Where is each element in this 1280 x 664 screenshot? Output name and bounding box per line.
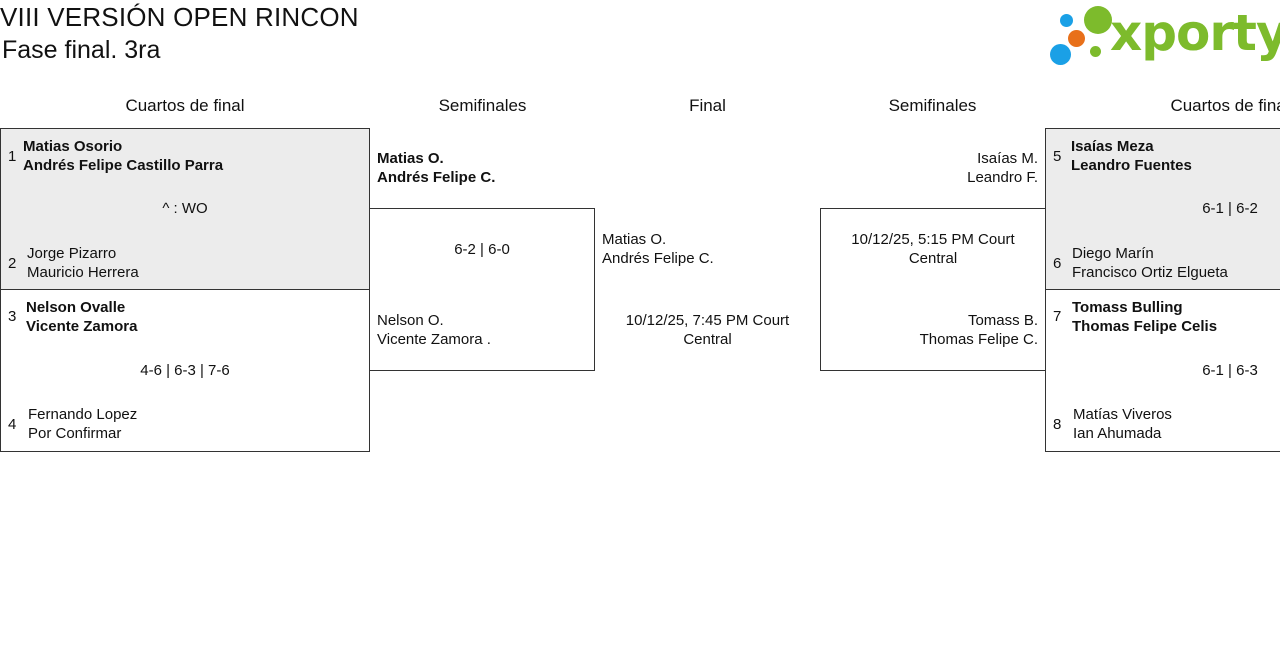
match-sf-left[interactable]: 6-2 | 6-0 Nelson O. Vicente Zamora . — [369, 208, 595, 371]
seed-number: 1 — [8, 148, 17, 165]
player-name: Matías Viveros — [1073, 406, 1172, 423]
heading-sf-left: Semifinales — [438, 96, 527, 115]
tournament-title: VIII VERSIÓN OPEN RINCON — [0, 2, 359, 32]
tournament-subtitle: Fase final. 3ra — [2, 36, 161, 64]
heading-qf-right: Cuartos de final — [1170, 96, 1280, 115]
logo-dot-green-small — [1090, 46, 1101, 57]
player-name: Vicente Zamora . — [377, 331, 491, 348]
seed-number: 3 — [8, 308, 17, 325]
final-schedule: 10/12/25, 7:45 PM Court Central — [625, 312, 790, 348]
player-name: Andrés Felipe Castillo Parra — [23, 157, 224, 174]
heading-sf-right: Semifinales — [888, 96, 977, 115]
player-name: Andrés Felipe C. — [602, 250, 714, 267]
match-qf3[interactable]: 5 Isaías Meza Leandro Fuentes 6-1 | 6-2 … — [1045, 128, 1280, 290]
match-score: 6-1 | 6-3 — [1202, 362, 1258, 379]
player-name: Andrés Felipe C. — [377, 169, 496, 186]
player-name: Matias O. — [377, 150, 444, 167]
player-name: Isaías M. — [977, 150, 1038, 167]
player-name: Matias O. — [602, 231, 667, 248]
match-score: 6-2 | 6-0 — [454, 241, 510, 258]
player-name: Leandro Fuentes — [1071, 157, 1192, 174]
player-name: Diego Marín — [1072, 245, 1154, 262]
player-name: Tomass B. — [967, 312, 1038, 329]
player-name: Tomass Bulling — [1072, 299, 1183, 316]
player-name: Francisco Ortiz Elgueta — [1072, 264, 1228, 281]
player-name: Matias Osorio — [23, 138, 123, 155]
player-name: Fernando Lopez — [28, 406, 138, 423]
player-name: Leandro F. — [967, 169, 1038, 186]
seed-number: 7 — [1053, 308, 1062, 325]
seed-number: 6 — [1053, 255, 1062, 272]
logo-dot-blue — [1050, 44, 1071, 65]
match-qf4[interactable]: 7 Tomass Bulling Thomas Felipe Celis 6-1… — [1045, 289, 1280, 452]
match-score: ^ : WO — [162, 200, 208, 217]
logo-dot-orange — [1068, 30, 1085, 47]
player-name: Mauricio Herrera — [27, 264, 139, 281]
match-qf1[interactable]: 1 Matias Osorio Andrés Felipe Castillo P… — [0, 128, 370, 290]
seed-number: 2 — [8, 255, 17, 272]
player-name: Por Confirmar — [28, 425, 122, 442]
player-name: Thomas Felipe Celis — [1072, 318, 1218, 335]
seed-number: 5 — [1053, 148, 1062, 165]
match-score: 6-1 | 6-2 — [1202, 200, 1258, 217]
heading-qf-left: Cuartos de final — [125, 96, 245, 115]
player-name: Ian Ahumada — [1073, 425, 1162, 442]
seed-number: 8 — [1053, 416, 1062, 433]
match-sf-right[interactable]: 10/12/25, 5:15 PM Court Central Tomass B… — [820, 208, 1046, 371]
player-name: Jorge Pizarro — [27, 245, 117, 262]
player-name: Vicente Zamora — [26, 318, 138, 335]
match-schedule: 10/12/25, 5:15 PM Court Central — [851, 231, 1015, 267]
match-score: 4-6 | 6-3 | 7-6 — [140, 362, 230, 379]
seed-number: 4 — [8, 416, 17, 433]
xporty-logo[interactable]: xporty — [1050, 4, 1280, 68]
logo-text: xporty — [1110, 4, 1280, 62]
match-qf2[interactable]: 3 Nelson Ovalle Vicente Zamora 4-6 | 6-3… — [0, 289, 370, 452]
player-name: Nelson O. — [377, 312, 444, 329]
player-name: Thomas Felipe C. — [919, 331, 1038, 348]
logo-dot-green — [1084, 6, 1112, 34]
heading-final: Final — [689, 96, 726, 115]
player-name: Isaías Meza — [1071, 138, 1154, 155]
player-name: Nelson Ovalle — [26, 299, 126, 316]
logo-dot-blue-small — [1060, 14, 1073, 27]
